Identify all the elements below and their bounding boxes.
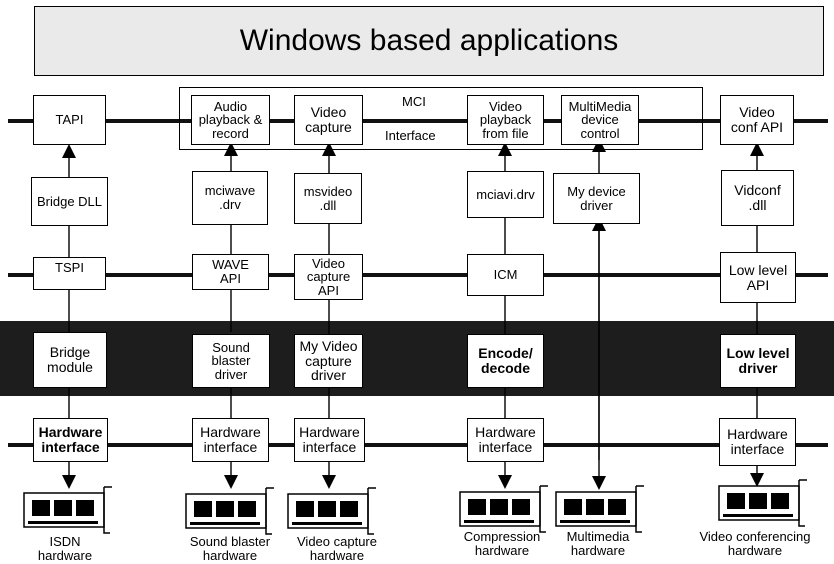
sound-blaster-card-icon — [185, 487, 275, 535]
sound-blaster-driver-label: Sound blaster driver — [211, 339, 251, 382]
multimedia-card-icon — [555, 485, 645, 533]
mciwave-drv-box: mciwave .drv — [192, 171, 268, 225]
video-conf-api-box: Video conf API — [720, 95, 794, 145]
my-device-driver-label: My device driver — [567, 183, 626, 213]
tspi-box: TSPI — [33, 257, 106, 290]
mciavi-drv-label: mciavi.drv — [476, 186, 535, 202]
tapi-label: TAPI — [55, 112, 84, 128]
hardware-interface-label: Hardware interface — [475, 424, 536, 455]
low-level-driver-box: Low level driver — [720, 334, 796, 388]
bridge-module-box: Bridge module — [33, 332, 107, 388]
mciwave-drv-label: mciwave .drv — [204, 183, 256, 212]
video-playback-box: Video playback from file — [467, 95, 544, 145]
hardware-interface-label: Hardware interface — [299, 424, 360, 455]
video-capture-hardware-label: Video capture hardware — [297, 534, 377, 564]
encode-decode-label: Encode/ decode — [478, 345, 533, 376]
isdn-card-icon — [23, 486, 113, 534]
tspi-label: TSPI — [55, 260, 84, 275]
video-capture-box: Video capture — [294, 95, 363, 145]
layer-line-2 — [8, 273, 828, 277]
mci-interface-label: Interface — [385, 128, 436, 143]
msvideo-dll-label: msvideo .dll — [303, 183, 353, 213]
video-conferencing-hardware-label: Video conferencing hardware — [699, 529, 811, 559]
encode-decode-box: Encode/ decode — [467, 334, 544, 388]
video-capture-card-icon — [287, 487, 377, 535]
video-capture-label: Video capture — [305, 104, 352, 135]
wave-api-box: WAVE API — [192, 254, 269, 290]
sound-blaster-hardware-label: Sound blaster hardware — [189, 534, 271, 564]
msvideo-dll-box: msvideo .dll — [294, 173, 362, 224]
banner-title: Windows based applications — [239, 24, 619, 57]
low-level-driver-label: Low level driver — [726, 345, 790, 376]
wave-api-label: WAVE API — [212, 257, 249, 286]
hardware-interface-box: Hardware interface — [719, 418, 796, 466]
bridge-dll-label: Bridge DLL — [36, 193, 103, 209]
multimedia-device-control-label: MultiMedia device control — [568, 98, 632, 141]
audio-playback-label: Audio playback & record — [198, 98, 263, 141]
my-video-capture-driver-label: My Video capture driver — [299, 337, 358, 384]
mciavi-drv-box: mciavi.drv — [467, 171, 544, 218]
hardware-interface-box: Hardware interface — [33, 418, 108, 462]
bridge-dll-box: Bridge DLL — [31, 177, 108, 226]
tapi-box: TAPI — [33, 95, 106, 145]
sound-blaster-driver-box: Sound blaster driver — [192, 334, 270, 388]
hardware-interface-box: Hardware interface — [467, 418, 544, 462]
multimedia-hardware-label: Multimedia hardware — [566, 529, 630, 559]
video-conferencing-card-icon — [718, 479, 808, 527]
low-level-api-box: Low level API — [720, 252, 796, 303]
video-capture-api-label: Video capture API — [306, 255, 351, 298]
hardware-interface-label: Hardware interface — [200, 424, 261, 455]
hardware-interface-box: Hardware interface — [294, 418, 365, 462]
mci-label: MCI — [402, 94, 426, 109]
icm-box: ICM — [467, 254, 544, 296]
compression-hardware-label: Compression hardware — [463, 529, 541, 559]
multimedia-device-control-box: MultiMedia device control — [561, 95, 639, 145]
vidconf-dll-label: Vidconf .dll — [734, 182, 781, 213]
layer-line-3 — [8, 443, 828, 447]
driver-band — [0, 321, 834, 396]
layer-line-1 — [8, 119, 828, 123]
bridge-module-label: Bridge module — [47, 344, 93, 375]
hardware-interface-label: Hardware interface — [38, 424, 103, 455]
video-conf-api-label: Video conf API — [730, 104, 784, 135]
icm-label: ICM — [493, 267, 518, 283]
low-level-api-label: Low level API — [728, 261, 788, 293]
video-capture-api-box: Video capture API — [294, 254, 363, 300]
vidconf-dll-box: Vidconf .dll — [721, 170, 794, 226]
hardware-interface-label: Hardware interface — [727, 426, 788, 457]
compression-card-icon — [459, 485, 549, 533]
video-playback-label: Video playback from file — [479, 98, 532, 141]
audio-playback-box: Audio playback & record — [191, 95, 270, 145]
my-device-driver-box: My device driver — [553, 173, 640, 224]
isdn-hardware-label: ISDN hardware — [37, 534, 93, 564]
hardware-interface-box: Hardware interface — [192, 418, 269, 462]
my-video-capture-driver-box: My Video capture driver — [294, 334, 363, 388]
mci-interface-frame — [179, 87, 703, 150]
applications-banner: Windows based applications — [34, 6, 824, 76]
